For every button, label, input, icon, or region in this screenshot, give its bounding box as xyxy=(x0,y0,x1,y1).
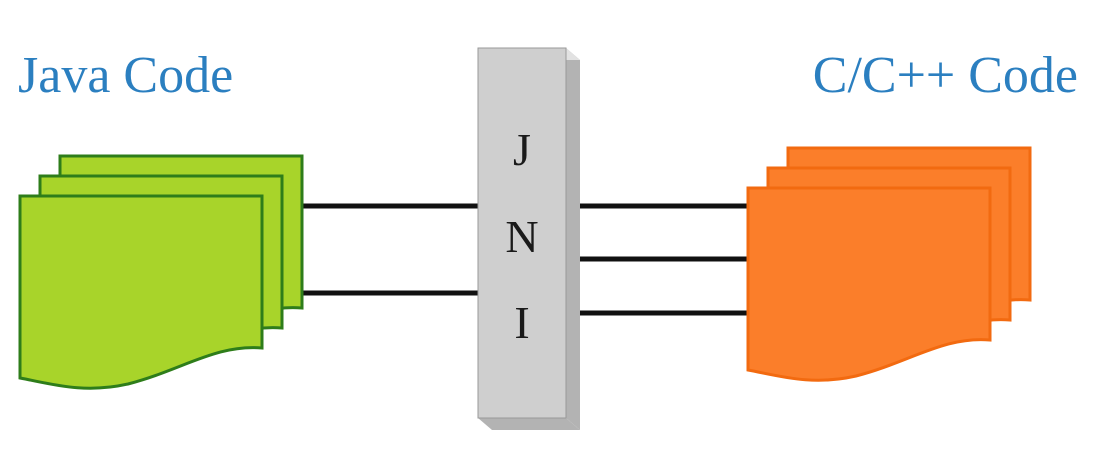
jni-letter-i: I xyxy=(514,297,529,348)
cpp-document-stack xyxy=(746,146,1032,382)
cpp-document-front xyxy=(746,186,992,382)
cpp-code-title: C/C++ Code xyxy=(813,47,1078,104)
jni-letter-n: N xyxy=(505,211,538,262)
jni-letter-j: J xyxy=(513,124,531,175)
bridge-front-face xyxy=(477,47,567,419)
bridge-side-face xyxy=(566,48,580,430)
jni-bridge: J N I xyxy=(477,47,580,430)
java-document-stack xyxy=(18,154,304,390)
java-document-front xyxy=(18,194,264,390)
java-code-title: Java Code xyxy=(18,47,233,104)
bridge-bottom-face xyxy=(478,418,580,430)
